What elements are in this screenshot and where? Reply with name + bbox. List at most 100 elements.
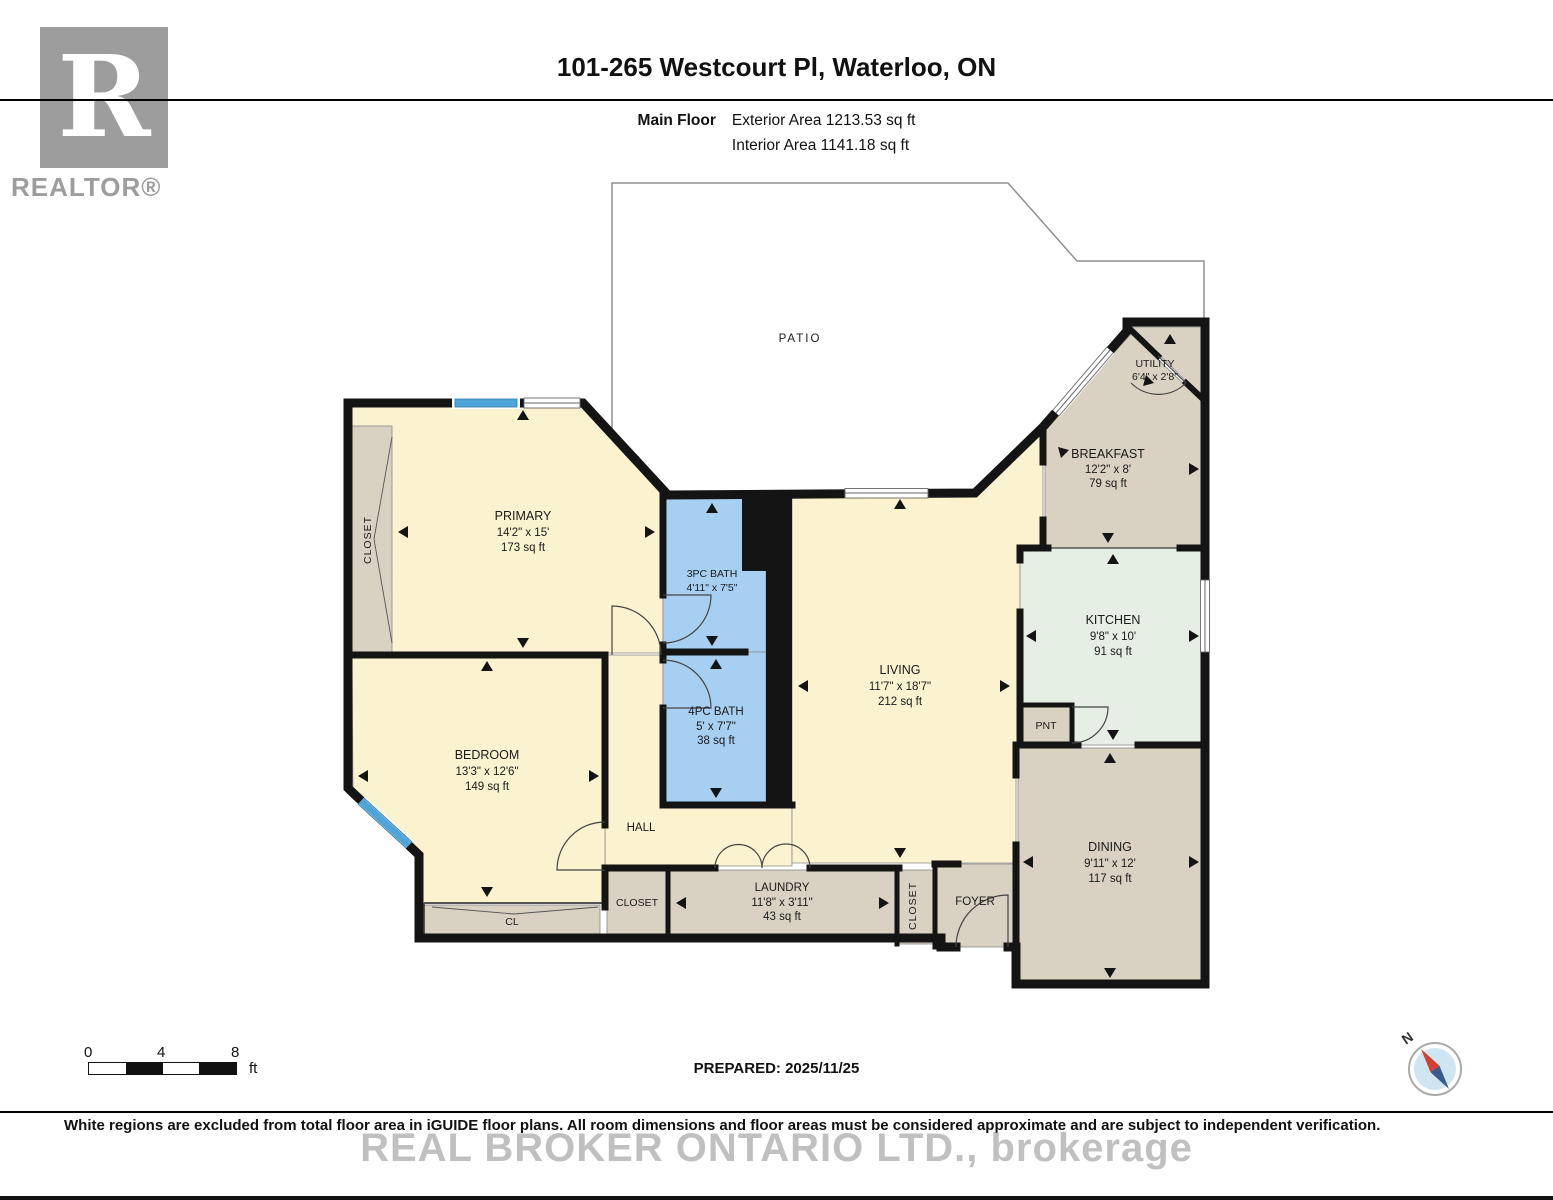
label-primary-dims: 14'2" x 15' — [497, 527, 550, 539]
arrow-utility-up — [1164, 334, 1176, 344]
label-dining-dims: 9'11" x 12' — [1084, 858, 1136, 870]
label-closet-hall: CLOSET — [616, 897, 659, 909]
arrow-dining-right — [1189, 856, 1199, 868]
arrow-breakfast-right — [1189, 463, 1199, 475]
label-bedroom-area: 149 sq ft — [465, 781, 510, 793]
scale-tick-8: 8 — [231, 1044, 240, 1061]
arrow-bath3-up — [706, 503, 718, 513]
arrow-utility-diag — [1143, 375, 1154, 386]
label-living-area: 212 sq ft — [878, 696, 923, 708]
arrow-breakfast-diag — [1058, 447, 1069, 458]
realtor-logo-letter: R — [57, 31, 151, 163]
bottom-border — [0, 1196, 1553, 1200]
primary-window-glass-pane — [454, 398, 518, 408]
cl-front-line — [423, 902, 605, 938]
laundry-bifold-doors — [714, 843, 811, 869]
room-pantry — [1021, 704, 1073, 746]
dimension-arrows — [358, 334, 1199, 978]
label-cl: CL — [505, 916, 519, 928]
bath3-door — [662, 594, 712, 644]
compass: N — [1399, 1029, 1462, 1096]
label-utility-name: UTILITY — [1135, 358, 1174, 370]
room-closet-hall — [606, 869, 667, 939]
label-primary-area: 173 sq ft — [501, 542, 546, 554]
arrow-bedroom-right — [589, 770, 599, 782]
label-bath3-dims: 4'11" x 7'5" — [687, 582, 738, 594]
arrow-living-down — [894, 848, 906, 858]
label-kitchen-name: KITCHEN — [1086, 613, 1141, 627]
arrow-living-up — [894, 499, 906, 509]
room-cl — [423, 904, 601, 937]
label-bath4-name: 4PC BATH — [688, 706, 743, 718]
bedroom-door — [556, 821, 606, 871]
room-fills — [351, 326, 1206, 985]
arrow-laundry-left — [676, 897, 686, 909]
arrow-living-left — [798, 680, 808, 692]
label-laundry-area: 43 sq ft — [763, 911, 802, 923]
scale-segment — [162, 1063, 200, 1074]
label-laundry-dims: 11'8" x 3'11" — [751, 897, 812, 909]
prepared-date: PREPARED: 2025/11/25 — [693, 1060, 860, 1077]
label-bath4-dims: 5' x 7'7" — [696, 721, 736, 733]
label-bedroom-dims: 13'3" x 12'6" — [455, 766, 518, 778]
footer-divider — [0, 1111, 1553, 1113]
interior-walls-main — [344, 424, 1209, 951]
header-divider — [0, 99, 1553, 101]
label-dining-name: DINING — [1088, 840, 1132, 854]
label-breakfast-area: 79 sq ft — [1089, 478, 1128, 490]
label-breakfast-name: BREAKFAST — [1071, 447, 1145, 461]
arrow-living-right — [1000, 680, 1010, 692]
label-dining-area: 117 sq ft — [1088, 873, 1132, 885]
label-closet-foyer: CLOSET — [907, 882, 919, 930]
compass-n-label: N — [1399, 1029, 1416, 1048]
compass-needle-south — [1430, 1065, 1449, 1089]
label-patio: PATIO — [779, 333, 822, 345]
entry-door — [955, 894, 1009, 948]
exterior-walls — [343, 317, 1210, 989]
exterior-area: Exterior Area 1213.53 sq ft — [731, 112, 916, 129]
room-bedroom — [351, 654, 606, 904]
label-pantry: PNT — [1036, 720, 1058, 732]
label-breakfast-dims: 12'2" x 8' — [1085, 464, 1131, 476]
scale-segment — [125, 1063, 163, 1074]
interior-thin-lines — [373, 436, 1180, 938]
arrow-breakfast-down — [1102, 533, 1114, 543]
arrow-dining-left — [1023, 856, 1033, 868]
scale-tick-4: 4 — [157, 1044, 166, 1061]
arrow-bath3-down — [706, 636, 718, 646]
arrow-primary-left — [398, 526, 408, 538]
arrow-bath4-down — [710, 788, 722, 798]
scale-bar — [88, 1062, 237, 1075]
arrow-bedroom-up — [481, 661, 493, 671]
arrow-bedroom-left — [358, 770, 368, 782]
bedroom-window-glass — [356, 796, 414, 850]
arrow-primary-right — [645, 526, 655, 538]
room-bath4 — [662, 651, 767, 806]
closet-primary-bifold — [373, 436, 393, 644]
label-hall: HALL — [627, 822, 656, 834]
utility-diagonal-wall — [1126, 325, 1210, 406]
area-lines: Exterior Area 1213.53 sq ft Interior Are… — [732, 108, 916, 158]
arrow-kitchen-down — [1107, 730, 1119, 740]
arrow-laundry-right — [879, 897, 889, 909]
scale-segment — [199, 1063, 236, 1074]
label-laundry-name: LAUNDRY — [755, 882, 810, 894]
realtor-logo: R — [40, 27, 168, 168]
arrow-dining-down — [1104, 968, 1116, 978]
patio-outline — [611, 182, 1205, 434]
room-labels: PATIO PRIMARY 14'2" x 15' 173 sq ft CLOS… — [362, 333, 1178, 930]
label-bath3-name: 3PC BATH — [687, 568, 738, 580]
scale-unit: ft — [249, 1060, 258, 1077]
primary-door — [611, 605, 662, 656]
arrow-kitchen-left — [1026, 630, 1036, 642]
label-kitchen-dims: 9'8" x 10' — [1090, 631, 1136, 643]
arrow-kitchen-up — [1107, 554, 1119, 564]
label-closet-primary: CLOSET — [362, 516, 374, 564]
arrow-bedroom-down — [481, 887, 493, 897]
pantry-door — [1071, 706, 1109, 744]
arrow-primary-down — [517, 638, 529, 648]
label-living-dims: 11'7" x 18'7" — [869, 681, 931, 693]
interior-walls-light — [665, 702, 1075, 950]
